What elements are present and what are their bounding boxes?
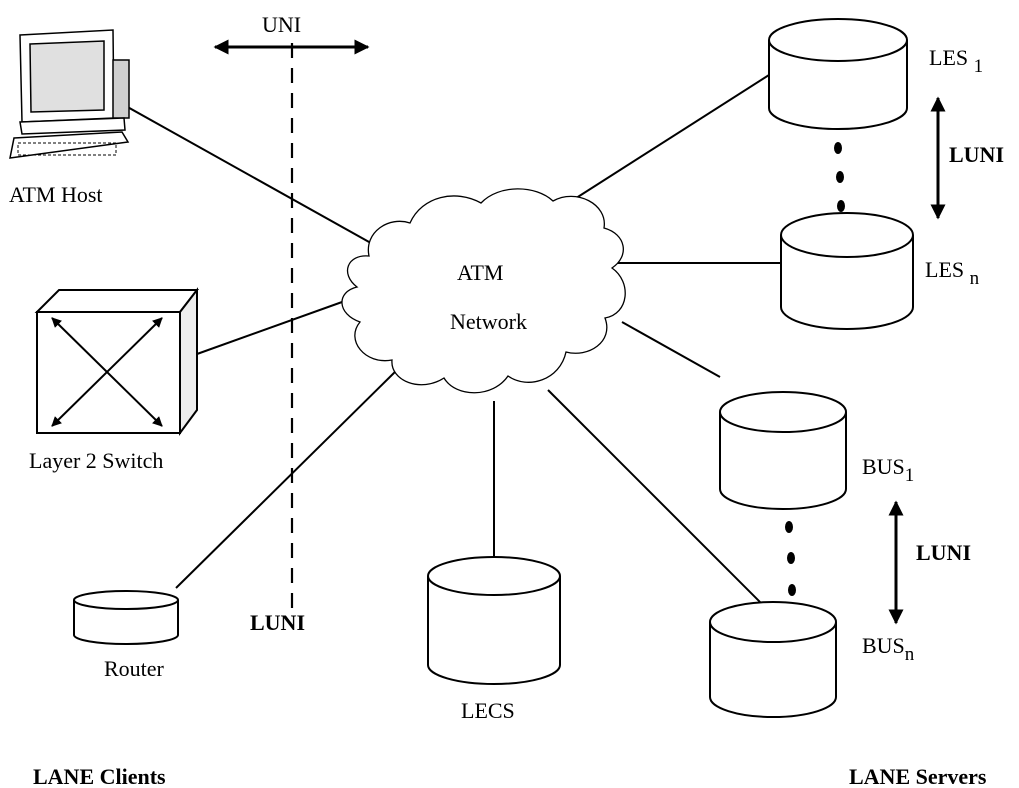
- atm-network-label-line1: ATM: [457, 260, 504, 285]
- lecs-cylinder: [427, 556, 561, 685]
- atm-host-label: ATM Host: [9, 182, 103, 207]
- bus-1-cylinder: [719, 391, 847, 510]
- les-n-cylinder: [780, 212, 914, 330]
- bus-1-label: BUS1: [862, 454, 915, 486]
- bus-n-label: BUSn: [862, 633, 915, 665]
- link-layer2-switch: [196, 296, 357, 355]
- les-1-cylinder: [768, 18, 908, 130]
- lane-servers-label: LANE Servers: [849, 764, 987, 788]
- luni-bus-label: LUNI: [916, 540, 972, 565]
- link-bus-1: [621, 321, 721, 378]
- link-atm-host: [123, 104, 379, 248]
- lecs-label: LECS: [461, 698, 515, 723]
- luni-les-label: LUNI: [949, 142, 1005, 167]
- les-n-label: LES n: [925, 257, 980, 289]
- les-1-label: LES 1: [929, 45, 984, 77]
- link-bus-n: [547, 389, 771, 613]
- atm-network-cloud: [341, 188, 626, 394]
- atm-network-label-line2: Network: [450, 309, 527, 334]
- atm-host-computer-icon: [9, 29, 130, 159]
- uni-label: UNI: [262, 12, 302, 37]
- bus-ellipsis-dots: [785, 521, 796, 596]
- link-les-1: [547, 74, 770, 217]
- router-label: Router: [104, 656, 164, 681]
- lane-clients-label: LANE Clients: [33, 764, 166, 788]
- router-icon: [73, 590, 179, 645]
- bus-n-cylinder: [709, 601, 837, 718]
- layer2-switch-icon: [34, 287, 200, 437]
- link-router: [175, 366, 401, 589]
- les-ellipsis-dots: [834, 142, 845, 212]
- layer2-switch-label: Layer 2 Switch: [29, 448, 164, 473]
- luni-center-label: LUNI: [250, 610, 306, 635]
